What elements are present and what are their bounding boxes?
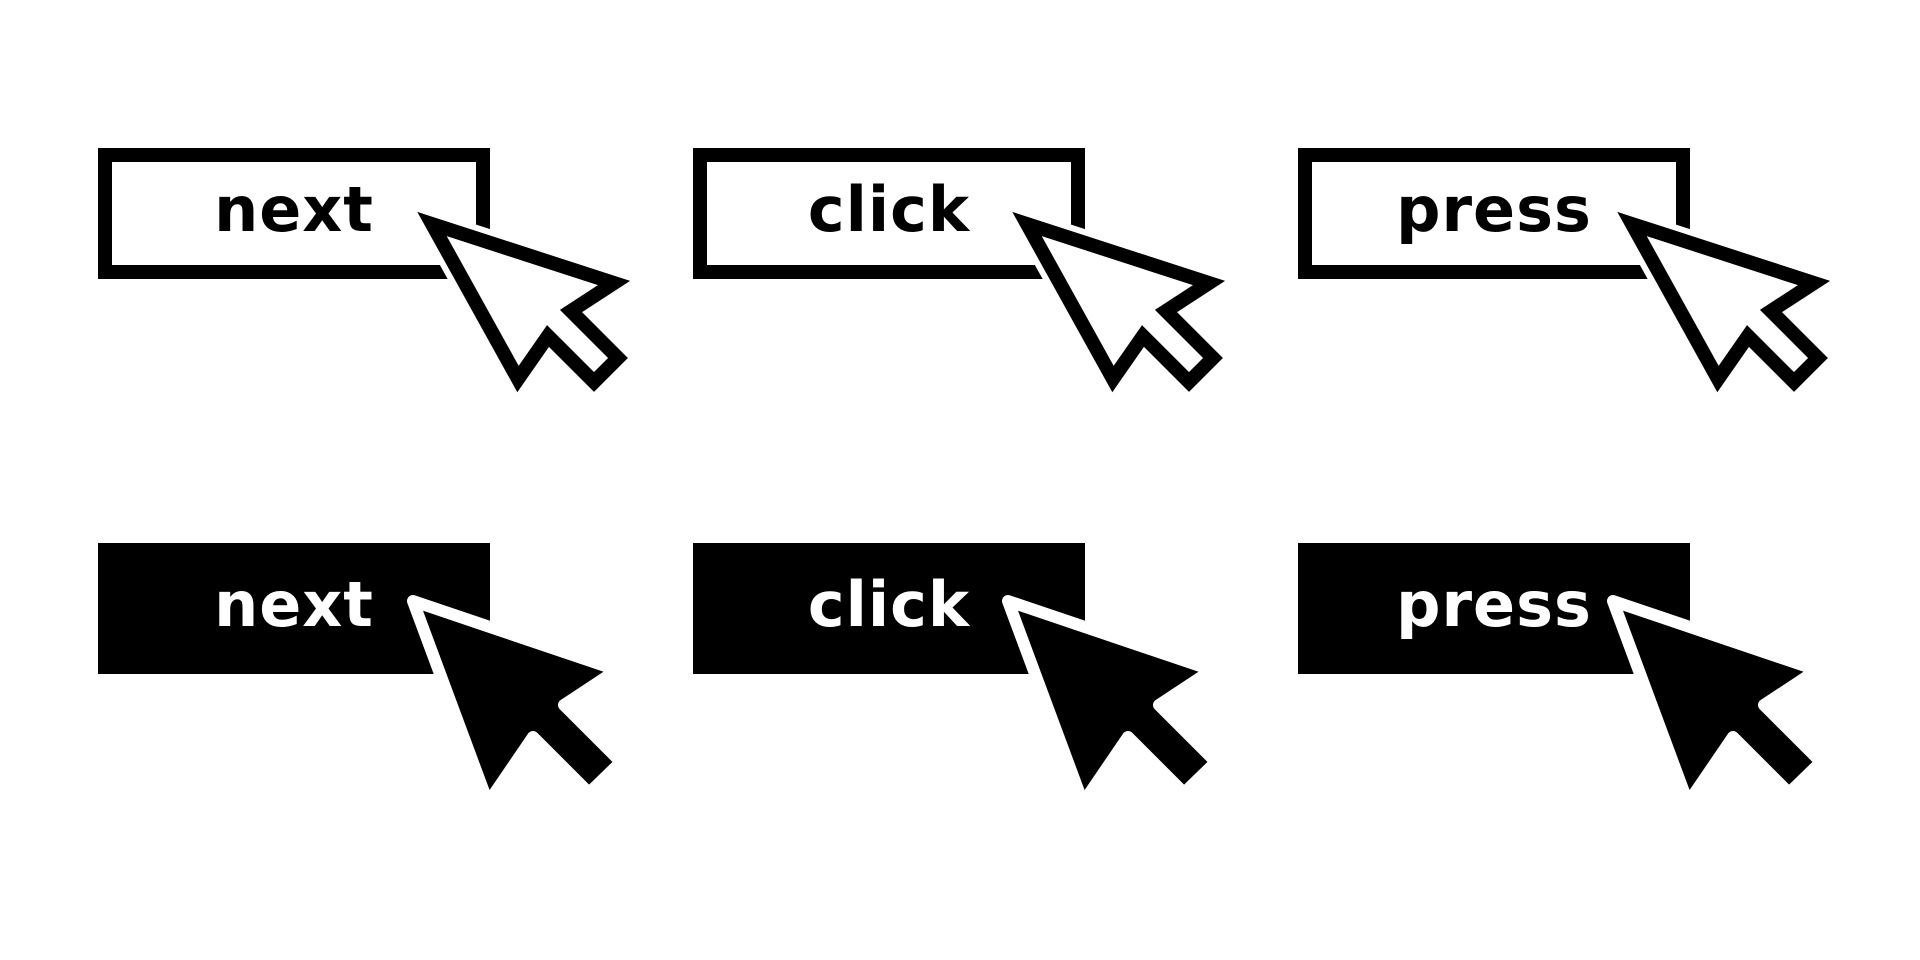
arrow-cursor-filled-icon [1002, 595, 1222, 809]
arrow-cursor-filled-icon [407, 595, 627, 809]
button-label: press [1396, 568, 1592, 641]
button-label: next [214, 173, 374, 246]
button-label: click [807, 568, 971, 641]
click-button-outline[interactable]: click [693, 148, 1085, 279]
arrow-cursor-filled-icon [1607, 595, 1827, 809]
next-button-filled[interactable]: next [98, 543, 490, 674]
button-label: click [807, 173, 971, 246]
button-label: next [214, 568, 374, 641]
arrow-cursor-outline-icon [417, 211, 631, 395]
button-label: press [1396, 173, 1592, 246]
arrow-cursor-outline-icon [1617, 211, 1831, 395]
arrow-cursor-outline-icon [1012, 211, 1226, 395]
press-button-outline[interactable]: press [1298, 148, 1690, 279]
